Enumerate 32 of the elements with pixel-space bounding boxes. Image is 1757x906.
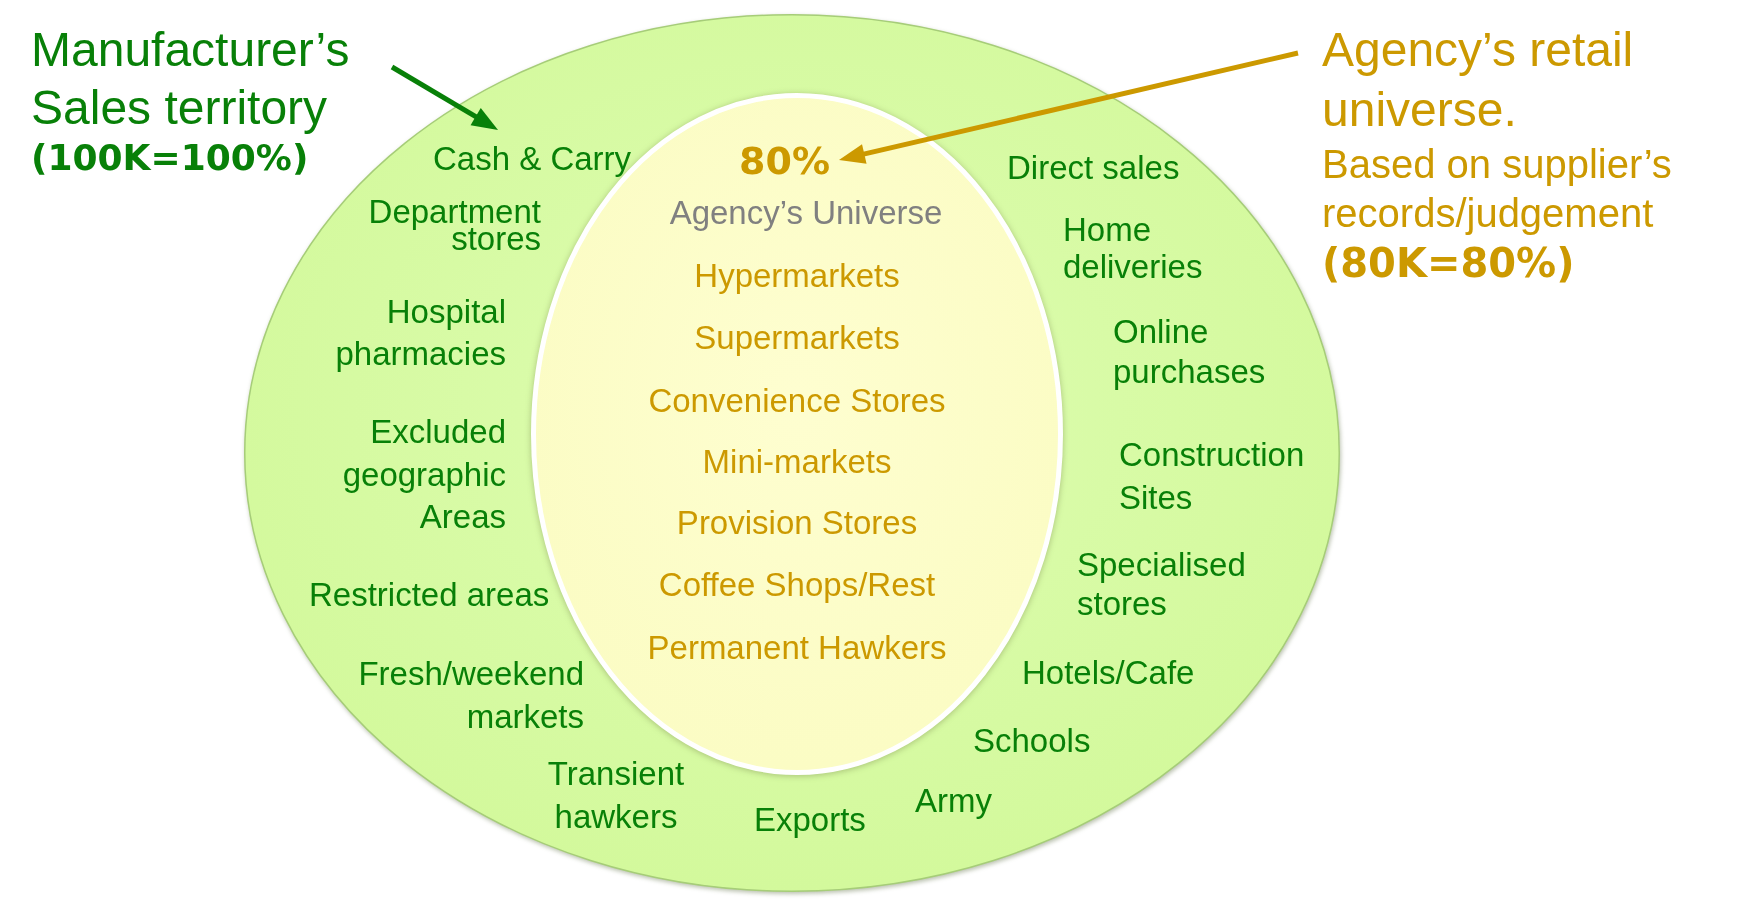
channel-label: Cash & Carry: [433, 139, 632, 178]
percent-label: 80%: [739, 138, 830, 183]
arrow: [390, 64, 498, 130]
callout-value: (100K=100%): [31, 137, 310, 179]
outlet-label: Mini-markets: [702, 442, 892, 481]
channel-label: Department stores: [367, 198, 541, 253]
channel-label: Hotels/Cafe: [1022, 653, 1195, 692]
callout-heading: Manufacturer’s Sales territory: [31, 22, 351, 136]
channel-label: Specialised stores: [1077, 545, 1247, 624]
arrow: [838, 50, 1299, 164]
channel-label: Fresh/weekend markets: [357, 654, 584, 738]
outlet-label: Coffee Shops/Rest: [658, 565, 936, 604]
channel-label: Exports: [754, 800, 866, 839]
channel-label: Construction Sites: [1119, 435, 1306, 519]
callout-value: (80K=80%): [1322, 240, 1576, 286]
channel-label: Restricted areas: [309, 575, 550, 614]
channel-label: Excluded geographic Areas: [341, 412, 506, 538]
channel-label: Online purchases: [1113, 311, 1267, 392]
outlet-label: Hypermarkets: [694, 256, 900, 295]
channel-label: Hospital pharmacies: [334, 291, 506, 374]
channel-label: Direct sales: [1007, 148, 1180, 187]
outlet-label: Supermarkets: [694, 318, 900, 357]
universe-heading: Agency’s Universe: [669, 193, 943, 232]
outlet-label: Permanent Hawkers: [647, 628, 947, 667]
channel-label: Schools: [973, 721, 1091, 760]
outlet-label: Convenience Stores: [648, 381, 946, 420]
callout-note: Based on supplier’s records/judgement: [1322, 141, 1673, 237]
channel-label: Home deliveries: [1063, 210, 1204, 286]
channel-label: Transient hawkers: [546, 754, 686, 838]
callout-heading: Agency’s retail universe.: [1322, 22, 1635, 138]
channel-label: Army: [915, 781, 992, 820]
outlet-label: Provision Stores: [676, 503, 918, 542]
